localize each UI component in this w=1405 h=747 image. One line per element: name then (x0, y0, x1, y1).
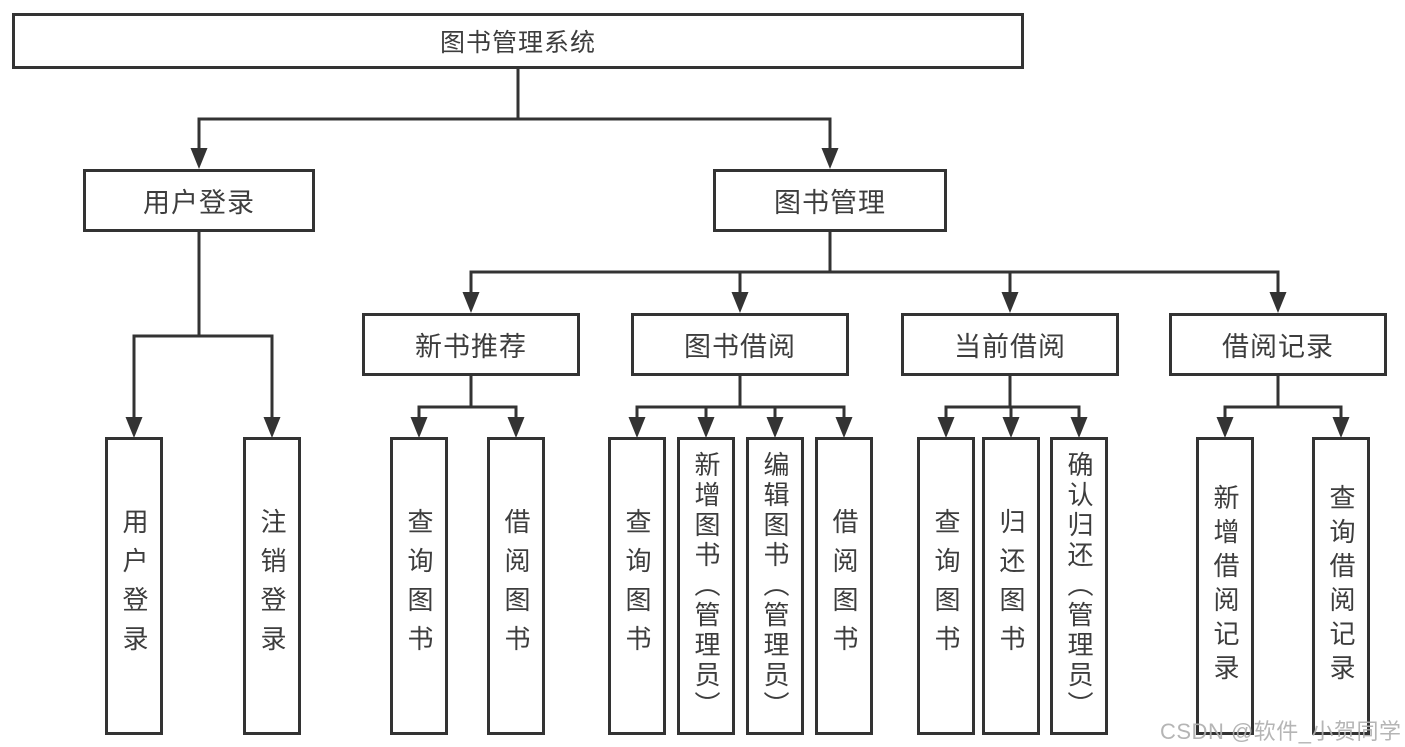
leaf-confirm-return-admin-label: 确认归还（管理员） (1064, 451, 1094, 721)
node-new-book-recommend: 新书推荐 (362, 313, 580, 376)
node-book-management: 图书管理 (713, 169, 947, 232)
leaf-query-books-current-label: 查询图书 (931, 508, 961, 664)
leaf-return-book-label: 归还图书 (996, 508, 1026, 664)
node-current-borrow-label: 当前借阅 (954, 332, 1066, 362)
leaf-edit-book-admin: 编辑图书（管理员） (746, 437, 804, 735)
leaf-add-book-admin-label: 新增图书（管理员） (691, 451, 721, 721)
node-user-login-label: 用户登录 (143, 188, 255, 218)
leaf-borrow-books-recommend-label: 借阅图书 (501, 508, 531, 664)
leaf-logout: 注销登录 (243, 437, 301, 735)
leaf-borrow-books-label: 借阅图书 (829, 508, 859, 664)
arrowhead-icons (125, 148, 1350, 438)
leaf-query-borrow-record-label: 查询借阅记录 (1326, 484, 1356, 688)
leaf-query-books-borrow-label: 查询图书 (622, 508, 652, 664)
leaf-add-borrow-record-label: 新增借阅记录 (1210, 484, 1240, 688)
leaf-query-borrow-record: 查询借阅记录 (1312, 437, 1370, 735)
leaf-query-books-current: 查询图书 (917, 437, 975, 735)
node-current-borrow: 当前借阅 (901, 313, 1119, 376)
leaf-edit-book-admin-label: 编辑图书（管理员） (760, 451, 790, 721)
node-book-borrow: 图书借阅 (631, 313, 849, 376)
leaf-add-book-admin: 新增图书（管理员） (677, 437, 735, 735)
leaf-query-books-borrow: 查询图书 (608, 437, 666, 735)
leaf-confirm-return-admin: 确认归还（管理员） (1050, 437, 1108, 735)
leaf-borrow-books-recommend: 借阅图书 (487, 437, 545, 735)
leaf-borrow-books: 借阅图书 (815, 437, 873, 735)
node-borrow-records-label: 借阅记录 (1222, 332, 1334, 362)
leaf-query-books-recommend: 查询图书 (390, 437, 448, 735)
node-book-management-label: 图书管理 (774, 188, 886, 218)
leaf-logout-label: 注销登录 (257, 508, 287, 664)
node-borrow-records: 借阅记录 (1169, 313, 1387, 376)
node-user-login: 用户登录 (83, 169, 315, 232)
connector-segments (132, 69, 1343, 419)
node-book-borrow-label: 图书借阅 (684, 332, 796, 362)
leaf-query-books-recommend-label: 查询图书 (404, 508, 434, 664)
leaf-user-login: 用户登录 (105, 437, 163, 735)
csdn-watermark: CSDN @软件_小贺同学 (1160, 719, 1402, 744)
leaf-add-borrow-record: 新增借阅记录 (1196, 437, 1254, 735)
node-root-label: 图书管理系统 (439, 29, 596, 57)
node-root: 图书管理系统 (12, 13, 1024, 69)
leaf-return-book: 归还图书 (982, 437, 1040, 735)
leaf-user-login-label: 用户登录 (119, 508, 149, 664)
node-new-book-recommend-label: 新书推荐 (415, 332, 527, 362)
